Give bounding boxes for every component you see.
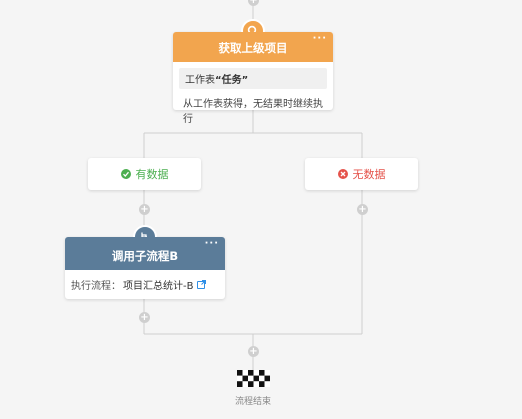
x-circle-icon — [337, 169, 348, 179]
fetch-description: 从工作表获得，无结果时继续执行 — [183, 99, 323, 125]
exec-label: 执行流程： — [71, 280, 121, 292]
add-node-button-no[interactable]: + — [357, 204, 368, 215]
sheet-chip: 工作表“任务” — [179, 68, 327, 89]
fetch-parent-node[interactable]: 获取上级项目 ··· 工作表“任务” 从工作表获得，无结果时继续执行 — [173, 19, 333, 125]
fetch-node-title: 获取上级项目 — [218, 41, 288, 55]
add-node-button-yes[interactable]: + — [139, 204, 150, 215]
sheet-prefix: 工作表 — [185, 75, 215, 86]
branch-has-data-label: 有数据 — [135, 168, 169, 181]
call-subflow-node[interactable]: 调用子流程B ··· 执行流程： 项目汇总统计-B — [65, 225, 225, 299]
add-node-button-top[interactable]: + — [248, 0, 259, 6]
check-circle-icon — [120, 169, 131, 179]
subflow-node-header: 调用子流程B ··· — [65, 237, 225, 270]
add-node-button-merge[interactable]: + — [248, 346, 259, 357]
more-options-icon[interactable]: ··· — [204, 238, 219, 249]
flow-end-label: 流程结束 — [234, 397, 271, 407]
branch-no-data-label: 无数据 — [352, 168, 386, 181]
subflow-name: 项目汇总统计-B — [123, 280, 194, 292]
add-node-button-after-subflow[interactable]: + — [139, 312, 150, 323]
more-options-icon[interactable]: ··· — [312, 33, 327, 44]
checkered-flag-icon — [237, 370, 270, 387]
branch-has-data[interactable]: 有数据 — [88, 158, 201, 190]
fetch-node-body: 工作表“任务” 从工作表获得，无结果时继续执行 — [173, 62, 333, 133]
external-link-icon[interactable] — [197, 279, 207, 289]
branch-no-data[interactable]: 无数据 — [305, 158, 418, 190]
sheet-name: “任务” — [215, 75, 249, 86]
subflow-node-title: 调用子流程B — [111, 249, 179, 263]
subflow-exec-row: 执行流程： 项目汇总统计-B — [65, 270, 225, 298]
fetch-node-header: 获取上级项目 ··· — [173, 32, 333, 62]
